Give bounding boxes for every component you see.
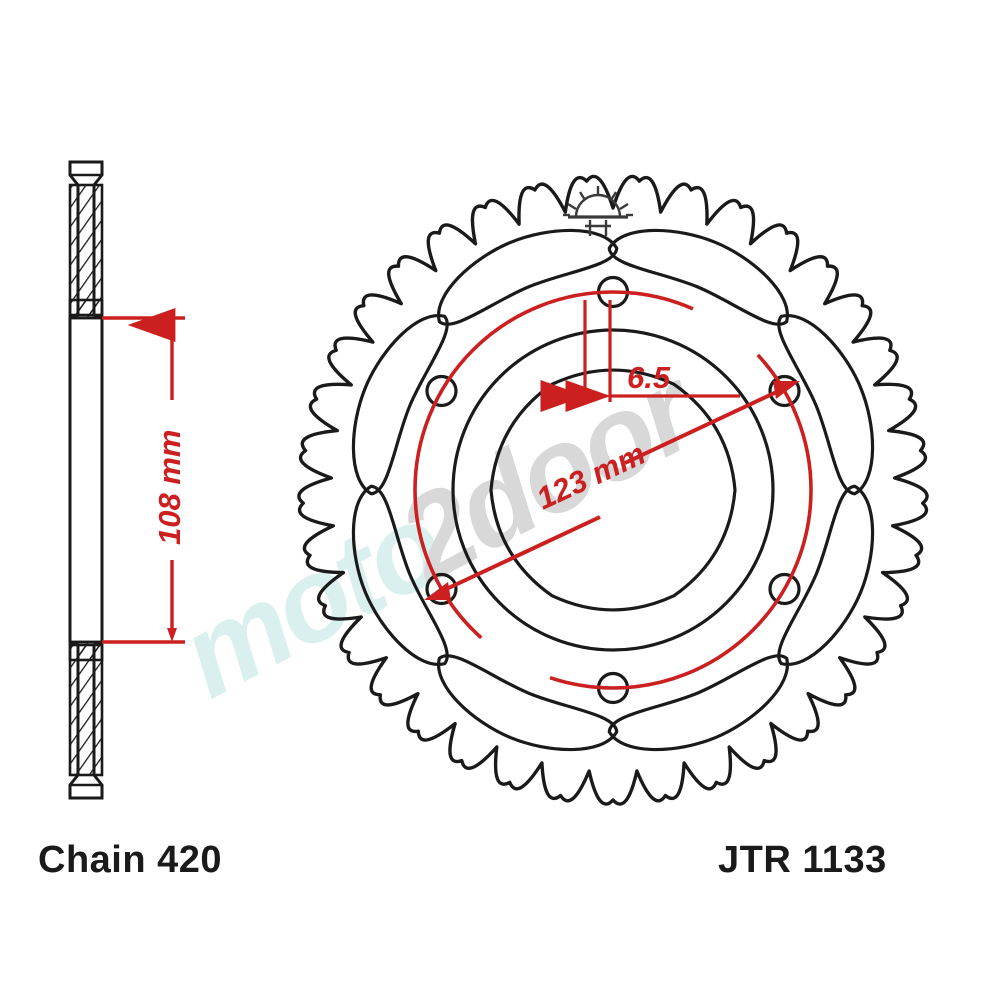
dim-arrowhead-down	[167, 628, 177, 642]
lightening-cutout-group	[351, 313, 449, 496]
dimension-6-5: 6.5	[540, 300, 740, 412]
chain-label: Chain 420	[38, 839, 222, 881]
arrowhead-upper-right	[773, 381, 800, 399]
arrowhead-lower-left	[424, 582, 451, 600]
lightening-cutout-group	[777, 313, 875, 496]
lightening-cutout	[777, 484, 875, 667]
sprocket-cross-section	[68, 160, 104, 800]
lightening-cutout	[351, 313, 449, 496]
lightening-cutout-group	[777, 484, 875, 667]
profile-band-upper	[68, 298, 104, 320]
profile-band-lower	[68, 640, 104, 662]
dimension-6-5-label: 6.5	[627, 360, 671, 395]
bolt-hole	[425, 572, 458, 606]
sprocket-teeth-ring	[297, 174, 929, 806]
lightening-cutout	[436, 654, 619, 752]
bolt-hole	[425, 374, 458, 408]
lightening-cutouts	[351, 228, 875, 752]
bolt-pitch-circle	[413, 290, 813, 690]
lightening-cutout	[351, 484, 449, 667]
lightening-cutout-group	[436, 228, 619, 326]
leader-upper-right	[624, 386, 786, 465]
lightening-cutout	[607, 654, 790, 752]
dimension-108mm: 108 mm	[102, 308, 187, 644]
part-number-label: JTR 1133	[718, 839, 887, 881]
lightening-cutout-group	[351, 484, 449, 667]
lightening-cutout	[777, 313, 875, 496]
lightening-cutout	[607, 228, 790, 326]
lightening-cutout	[436, 228, 619, 326]
dimension-108mm-label: 108 mm	[152, 430, 187, 545]
sunrise-icon	[563, 186, 633, 236]
profile-tooth-lower	[68, 643, 104, 777]
leader-lower-left	[439, 515, 601, 594]
lightening-cutout-group	[607, 654, 790, 752]
lightening-cutout-group	[436, 654, 619, 752]
bolt-hole	[768, 572, 801, 606]
profile-tooth-upper	[68, 183, 104, 317]
hub-outer-circle	[451, 328, 775, 652]
bolt-hole	[768, 374, 801, 408]
lightening-cutout-group	[607, 228, 790, 326]
